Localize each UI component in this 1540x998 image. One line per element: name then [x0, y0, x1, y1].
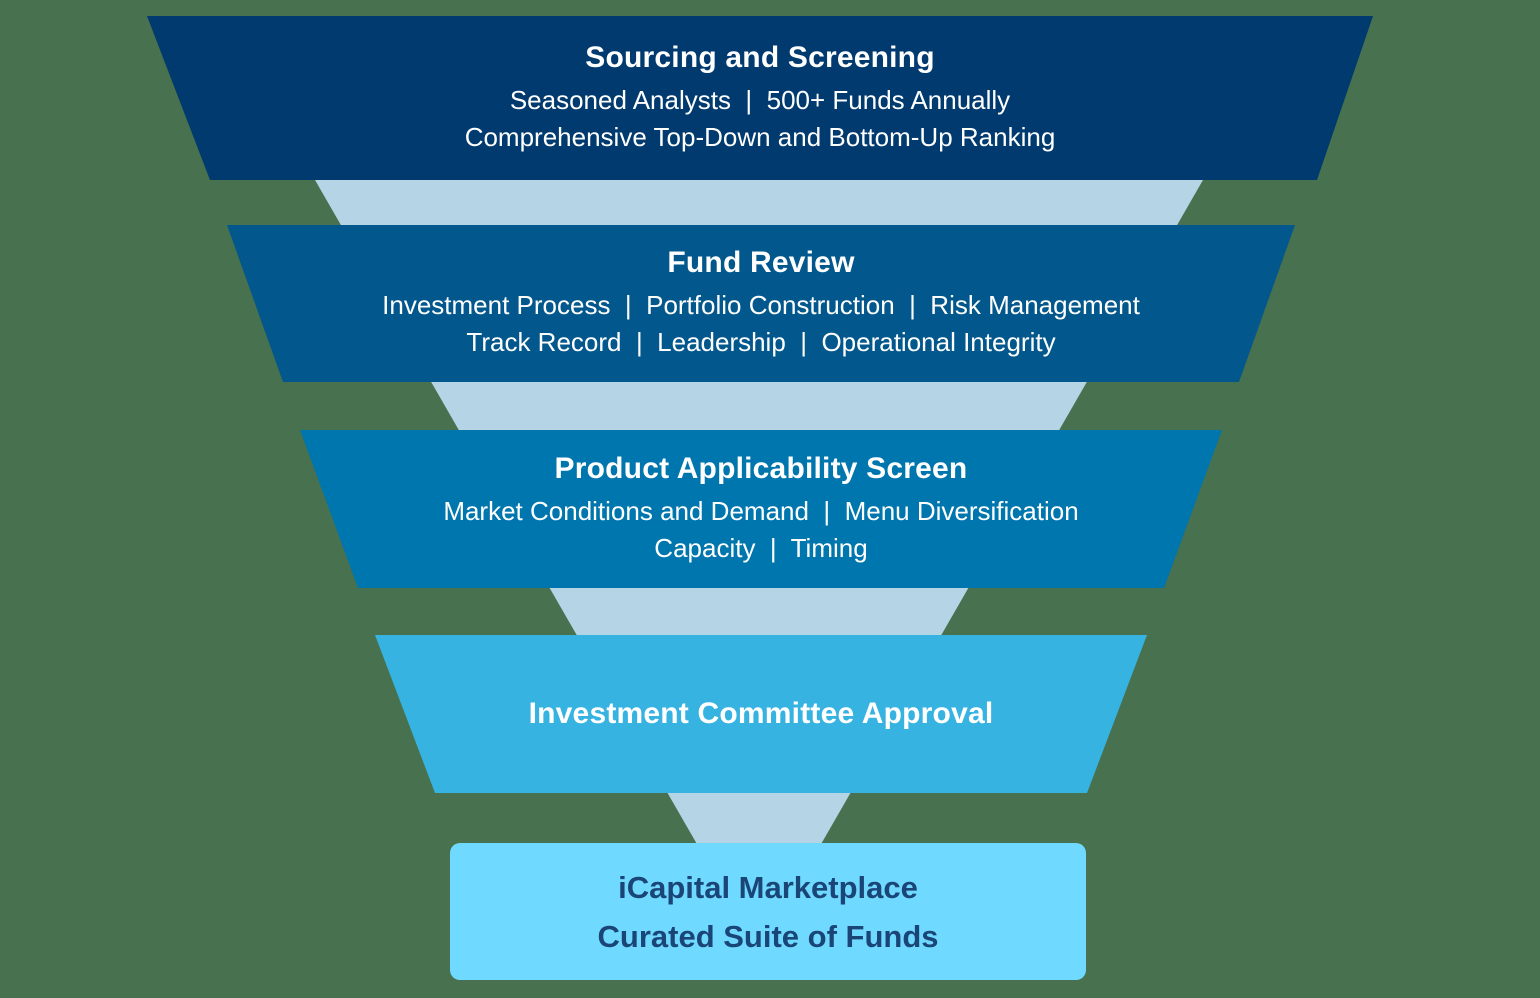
funnel-level-product-applicability-screen: Product Applicability Screen Market Cond…: [300, 430, 1222, 588]
level-title: Investment Committee Approval: [528, 697, 994, 730]
level-detail-line: Comprehensive Top-Down and Bottom-Up Ran…: [464, 121, 1056, 152]
outcome-title: iCapital Marketplace: [618, 869, 918, 905]
outcome-subtitle: Curated Suite of Funds: [597, 918, 939, 954]
level-title: Fund Review: [667, 246, 855, 279]
level-detail-line: Seasoned Analysts | 500+ Funds Annually: [509, 84, 1011, 115]
funnel-outcome-icapital-marketplace: iCapital Marketplace Curated Suite of Fu…: [450, 843, 1086, 980]
level-detail-line: Market Conditions and Demand | Menu Dive…: [443, 495, 1079, 526]
level-title: Sourcing and Screening: [585, 40, 935, 74]
level-detail-line: Investment Process | Portfolio Construct…: [382, 290, 1140, 320]
level-detail-line: Track Record | Leadership | Operational …: [466, 327, 1056, 357]
funnel-level-investment-committee-approval: Investment Committee Approval: [375, 635, 1147, 793]
funnel-level-fund-review: Fund Review Investment Process | Portfol…: [227, 225, 1295, 382]
level-detail-line: Capacity | Timing: [654, 532, 868, 563]
funnel-level-sourcing-and-screening: Sourcing and Screening Seasoned Analysts…: [147, 16, 1373, 180]
level-title: Product Applicability Screen: [554, 451, 968, 485]
